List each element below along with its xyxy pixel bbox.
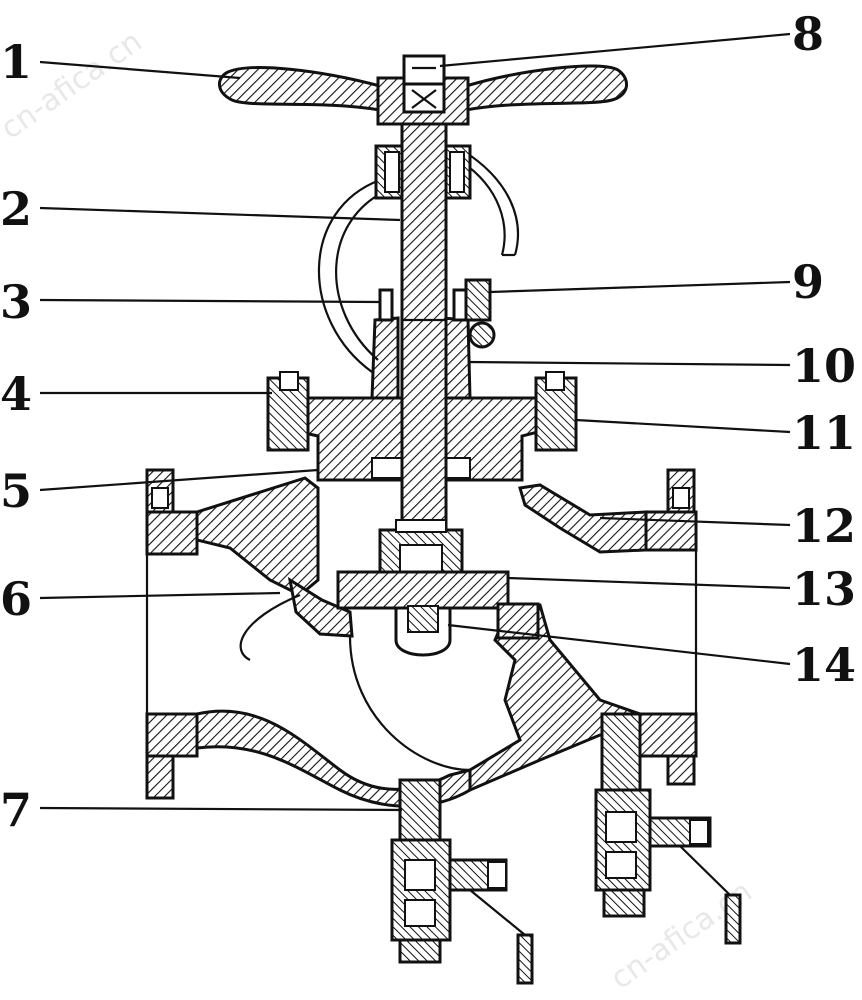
callout-14: 14 (792, 638, 856, 692)
leader-lines (39, 32, 791, 812)
bonnet-bolt-right (534, 371, 578, 452)
leader-2 (39, 206, 401, 222)
right-flange (638, 468, 698, 786)
leader-11 (575, 418, 791, 434)
left-flange (145, 468, 199, 800)
callout-13: 13 (792, 562, 856, 616)
callout-9: 9 (792, 255, 824, 309)
leader-9 (489, 280, 791, 294)
callout-12: 12 (792, 499, 856, 553)
drain-valve-bottom (390, 778, 534, 985)
callout-8: 8 (792, 7, 824, 61)
leader-6 (39, 591, 281, 600)
leader-13 (507, 576, 791, 590)
callout-6: 6 (0, 572, 32, 626)
valve-body (195, 476, 648, 808)
gland-eyebolt (464, 278, 496, 349)
callout-2: 2 (0, 182, 32, 236)
leader-10 (467, 360, 791, 367)
handwheel-nut (402, 54, 446, 114)
leader-7 (39, 806, 403, 812)
handwheel (218, 64, 628, 126)
drain-valve-right (594, 712, 742, 945)
callout-11: 11 (792, 406, 856, 460)
bonnet-bolt-left (266, 371, 310, 452)
callout-5: 5 (0, 464, 32, 518)
valve-stem (400, 106, 448, 540)
leader-12 (599, 516, 791, 527)
leader-8 (439, 32, 791, 68)
callout-7: 7 (0, 783, 32, 837)
leader-1 (39, 60, 241, 80)
yoke-arc (317, 149, 519, 373)
callout-1: 1 (0, 35, 32, 89)
callout-3: 3 (0, 275, 32, 329)
leader-14 (447, 623, 791, 666)
callout-10: 10 (792, 339, 856, 393)
leader-3 (39, 298, 381, 304)
leader-5 (39, 468, 319, 492)
callout-4: 4 (0, 367, 32, 421)
valve-disc (336, 570, 510, 657)
